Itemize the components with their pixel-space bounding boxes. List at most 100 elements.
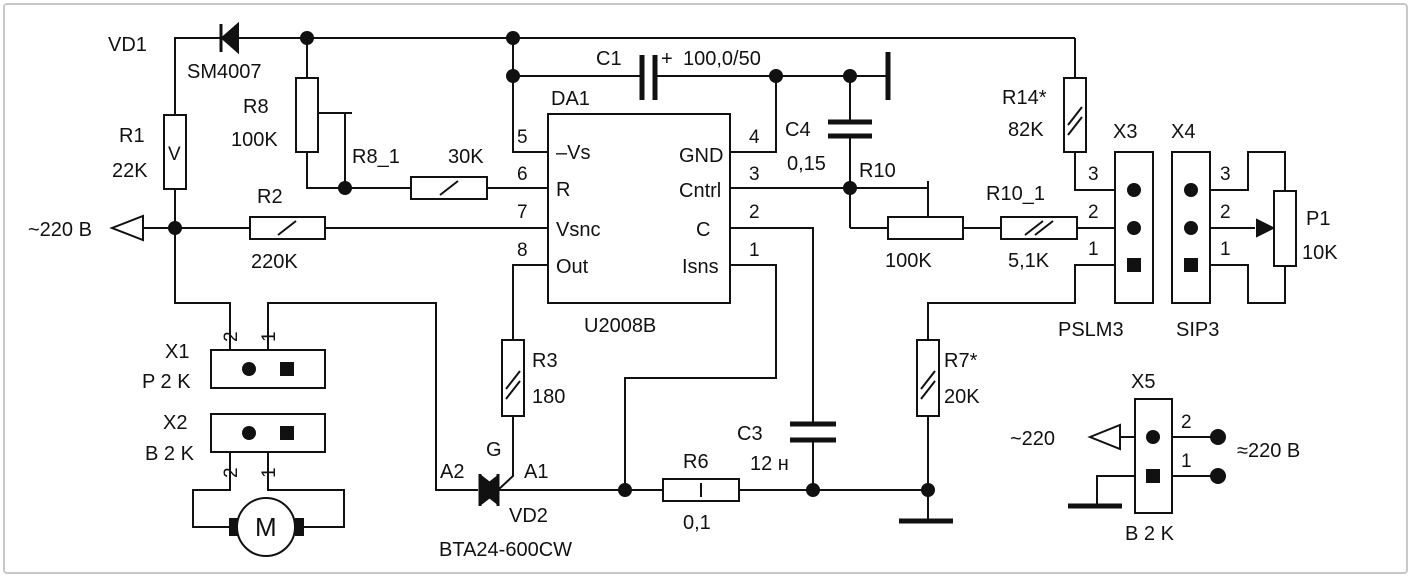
ic-pin-num: 7 [517, 202, 528, 223]
resistor-r3 [501, 339, 525, 417]
jumper-x1 [210, 349, 326, 389]
label-c3: C3 [737, 423, 763, 445]
semiconductors [109, 21, 1276, 507]
label-r7: R7* [944, 350, 978, 372]
label-r1-val: 22K [112, 160, 148, 182]
label-vd1: VD1 [108, 34, 147, 56]
junction-dot [806, 483, 820, 497]
label-sip3: SIP3 [1176, 319, 1219, 341]
pin-number: 1 [1181, 451, 1192, 472]
diode-vd1-icon [220, 21, 239, 55]
label-r3-val: 180 [532, 386, 565, 408]
label-a1: A1 [524, 461, 548, 483]
pin-number: 1 [259, 331, 280, 342]
pin-round-icon [1146, 430, 1160, 444]
label-r7-val: 20K [944, 386, 980, 408]
ic-pin-name: Cntrl [679, 180, 721, 202]
junction-dot [168, 221, 182, 235]
ic-pin-num: 4 [749, 127, 760, 148]
ic-pin-num: 6 [517, 164, 528, 185]
resistor-r1 [163, 114, 187, 190]
label-c1-val: 100,0/50 [683, 48, 761, 70]
label-r10: R10 [859, 160, 896, 182]
pin-square-icon [1184, 258, 1198, 272]
component-markings [277, 106, 1083, 497]
pin-square-icon [1127, 258, 1141, 272]
label-x1-val: P 2 K [142, 371, 191, 393]
pin-number: 2 [1220, 202, 1231, 223]
label-p1: P1 [1306, 208, 1330, 230]
pin-square-icon [1146, 469, 1160, 483]
motor-brush-right [295, 518, 304, 536]
motor-brush-left [229, 518, 238, 536]
label-g: G [486, 439, 502, 461]
connector-x5 [1134, 398, 1173, 514]
label-r1: R1 [119, 125, 145, 147]
junction-dot [769, 69, 783, 83]
label-x2-val: B 2 K [145, 443, 195, 465]
label-a2: A2 [440, 461, 464, 483]
label-r8-1-val: 30K [448, 146, 484, 168]
label-c1: C1 [596, 48, 622, 70]
resistor-r8 [295, 77, 319, 153]
label-c4: C4 [785, 119, 811, 141]
pin-round-icon [1127, 221, 1141, 235]
label-pslm3: PSLM3 [1058, 319, 1124, 341]
label-da1: DA1 [551, 88, 590, 110]
ground-symbols [885, 52, 1122, 524]
ic-pin-num: 8 [517, 240, 528, 261]
label-sm4007: SM4007 [187, 61, 262, 83]
pin-number: 3 [1220, 164, 1231, 185]
pin-number: 2 [1088, 202, 1099, 223]
junction-dot [843, 181, 857, 195]
junction-dot [338, 181, 352, 195]
resistor-r7 [916, 339, 940, 417]
label-r14-val: 82K [1008, 119, 1044, 141]
junction-dot [618, 483, 632, 497]
label-r6-val: 0,1 [683, 512, 711, 534]
pin-round-icon [242, 362, 256, 376]
label-r1-mark: V [168, 144, 181, 165]
label-x4: X4 [1171, 121, 1195, 143]
labels: VD1 SM4007 R8 100K R1 22K V R8_1 30K C1 … [28, 34, 1338, 561]
ic-pin-name: Vsnc [556, 219, 600, 241]
label-x1: X1 [165, 341, 189, 363]
label-r10-1-val: 5,1K [1008, 250, 1050, 272]
label-x5: X5 [1131, 371, 1155, 393]
ic-pin-name: R [556, 179, 570, 201]
label-x3: X3 [1113, 121, 1137, 143]
label-ac-in: ~220 B [28, 219, 92, 241]
label-x5-left: ~220 [1010, 428, 1055, 450]
label-bta: BTA24-600CW [439, 539, 572, 561]
label-vd2: VD2 [509, 505, 548, 527]
junction-dot [843, 69, 857, 83]
junction-dot [506, 69, 520, 83]
potentiometer-p1 [1273, 190, 1297, 267]
ic-pin-num: 2 [749, 202, 760, 223]
label-r10-val: 100K [885, 250, 932, 272]
label-r2: R2 [257, 186, 283, 208]
pin-number: 1 [259, 467, 280, 478]
terminal-dot [1210, 468, 1226, 484]
resistor-r10 [887, 216, 964, 240]
label-r8: R8 [243, 96, 269, 118]
label-motor: M [255, 512, 277, 542]
pin-number: 3 [1088, 164, 1099, 185]
label-r8-val: 100K [231, 129, 278, 151]
pin-round-icon [1127, 183, 1141, 197]
label-x5-right: ≈220 B [1237, 440, 1300, 462]
capacitors [639, 55, 872, 443]
pin-number: 2 [1181, 412, 1192, 433]
label-x5-val: B 2 K [1125, 523, 1175, 545]
ic-pin-num: 5 [517, 127, 528, 148]
pin-number: 2 [221, 331, 242, 342]
label-r8-1: R8_1 [352, 146, 400, 168]
ic-pin-name: GND [679, 145, 723, 167]
label-p1-val: 10K [1302, 242, 1338, 264]
junctions [168, 31, 1226, 497]
connector-pins [242, 183, 1198, 483]
label-r14: R14* [1002, 87, 1047, 109]
label-c4-val: 0,15 [787, 153, 826, 175]
junction-dot [921, 483, 935, 497]
label-r2-val: 220K [251, 251, 298, 273]
